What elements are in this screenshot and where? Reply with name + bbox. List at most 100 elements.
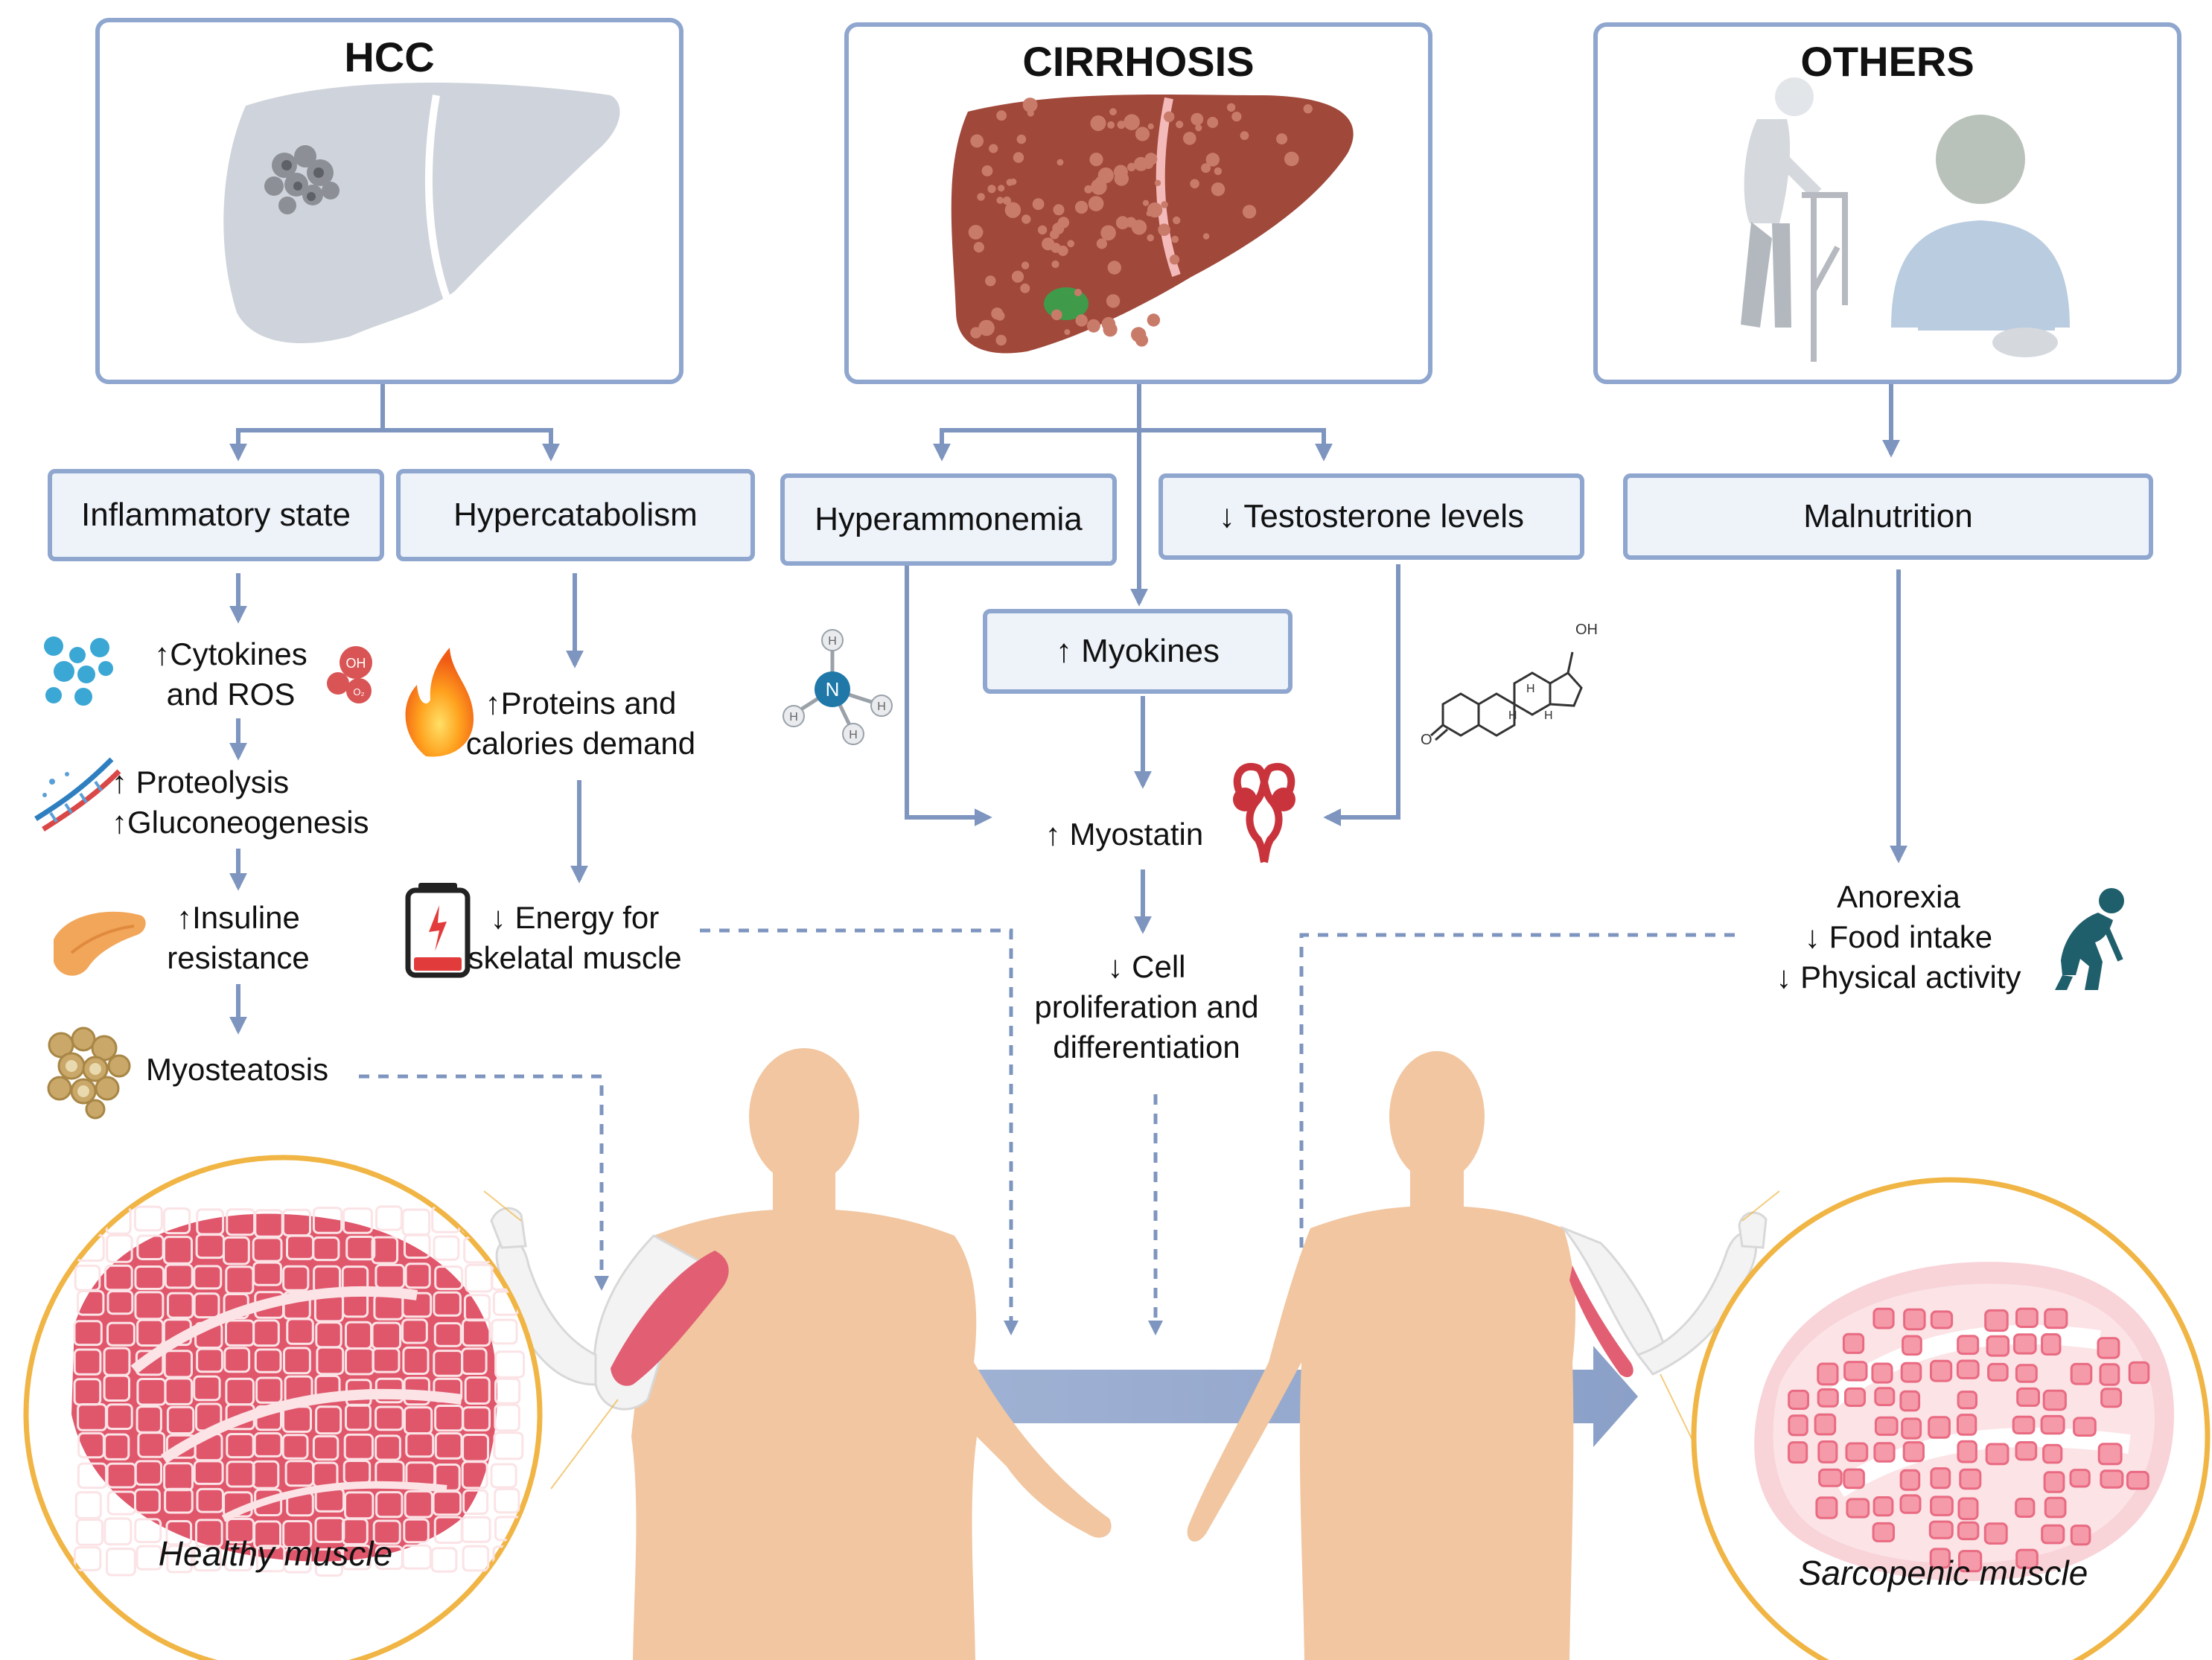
muscle-fiber bbox=[403, 1518, 430, 1544]
liver-nodule bbox=[1096, 238, 1107, 249]
liver-nodule bbox=[1022, 98, 1038, 112]
muscle-fiber bbox=[374, 1405, 404, 1431]
muscle-fiber bbox=[1902, 1441, 1925, 1463]
muscle-fiber bbox=[2015, 1441, 2038, 1461]
muscle-fiber bbox=[1902, 1335, 1922, 1356]
muscle-fiber bbox=[164, 1377, 194, 1405]
liver-nodule bbox=[973, 242, 984, 253]
muscle-fiber bbox=[1874, 1416, 1899, 1436]
muscle-fiber bbox=[1985, 1443, 2009, 1466]
muscle-fiber bbox=[345, 1403, 372, 1431]
muscle-fiber bbox=[2040, 1414, 2065, 1435]
liver-nodule bbox=[1127, 162, 1136, 172]
liver-nodule bbox=[1075, 314, 1088, 327]
muscle-fiber bbox=[281, 1434, 309, 1460]
muscle-fiber bbox=[464, 1376, 491, 1405]
muscle-fiber bbox=[255, 1405, 283, 1431]
liver-nodule bbox=[970, 134, 984, 148]
muscle-fiber bbox=[1872, 1496, 1894, 1517]
insuline-line-1: ↑Insuline bbox=[176, 900, 300, 935]
muscle-fiber bbox=[77, 1462, 108, 1490]
liver-nodule bbox=[1135, 127, 1150, 141]
muscle-fiber bbox=[252, 1460, 280, 1490]
muscle-fiber bbox=[74, 1546, 102, 1571]
muscle-fiber bbox=[432, 1490, 462, 1516]
liver-nodule bbox=[1090, 115, 1106, 131]
muscle-fiber bbox=[316, 1346, 345, 1376]
svg-text:H: H bbox=[828, 635, 837, 648]
flame-icon bbox=[405, 648, 474, 757]
muscle-fiber bbox=[1958, 1550, 1983, 1573]
muscle-fiber bbox=[462, 1406, 491, 1431]
muscle-fiber bbox=[103, 1433, 130, 1461]
liver-nodule bbox=[1115, 216, 1129, 230]
hcc-title: HCC bbox=[344, 33, 435, 80]
muscle-fiber bbox=[1930, 1495, 1954, 1516]
liver-nodule bbox=[1173, 216, 1181, 225]
muscle-fiber bbox=[1957, 1497, 1979, 1521]
muscle-fiber bbox=[254, 1488, 283, 1516]
muscle-fiber bbox=[2012, 1415, 2036, 1434]
muscle-fiber bbox=[1984, 1309, 2009, 1332]
cell-proliferation-label: ↓ Cell proliferation and differentiation bbox=[1020, 947, 1273, 1067]
muscle-fiber bbox=[2043, 1471, 2065, 1493]
liver-nodule bbox=[1303, 104, 1313, 114]
muscle-fiber bbox=[1844, 1387, 1866, 1408]
muscle-fiber bbox=[345, 1236, 376, 1261]
muscle-fiber bbox=[1930, 1310, 1954, 1329]
svg-text:OH: OH bbox=[346, 656, 366, 671]
liver-nodule bbox=[1021, 214, 1031, 224]
muscle-fiber bbox=[136, 1545, 163, 1571]
svg-text:H: H bbox=[1544, 709, 1553, 722]
muscle-fiber bbox=[2070, 1362, 2093, 1385]
muscle-fiber bbox=[343, 1433, 374, 1461]
muscle-fiber bbox=[1986, 1335, 2010, 1357]
muscle-fiber bbox=[106, 1321, 136, 1347]
proteins-demand-label: ↑Proteins and calories demand bbox=[447, 683, 715, 764]
muscle-fiber bbox=[1929, 1548, 1951, 1569]
testosterone-box: ↓ Testosterone levels bbox=[1158, 473, 1584, 560]
muscle-fiber bbox=[193, 1460, 224, 1485]
liver-nodule bbox=[1013, 152, 1024, 163]
muscle-fiber bbox=[2073, 1417, 2097, 1437]
muscle-fiber bbox=[75, 1208, 102, 1236]
muscle-fiber bbox=[2013, 1333, 2037, 1355]
muscle-fiber bbox=[1788, 1441, 1808, 1464]
muscle-fiber bbox=[253, 1432, 283, 1458]
energy-label: ↓ Energy for skelatal muscle bbox=[456, 898, 694, 978]
liver-nodule bbox=[1067, 240, 1075, 248]
muscle-fiber bbox=[1901, 1417, 1922, 1440]
sarcopenic-body-figure bbox=[1187, 1051, 1780, 1660]
liver-nodule bbox=[1211, 182, 1225, 197]
muscle-fiber bbox=[73, 1320, 103, 1347]
muscle-fiber bbox=[137, 1431, 166, 1458]
muscle-fiber bbox=[135, 1350, 165, 1376]
svg-text:OH: OH bbox=[1575, 622, 1598, 638]
hcc-liver-illustration bbox=[223, 83, 620, 344]
muscle-fiber bbox=[374, 1263, 406, 1289]
muscle-fiber bbox=[282, 1405, 312, 1433]
svg-text:H: H bbox=[1526, 683, 1535, 695]
muscle-fiber bbox=[1899, 1494, 1922, 1514]
muscle-fiber bbox=[2128, 1361, 2150, 1385]
liver-nodule bbox=[1020, 283, 1030, 293]
muscle-fiber bbox=[2099, 1363, 2120, 1386]
muscle-fiber bbox=[2015, 1364, 2038, 1383]
muscle-fiber bbox=[494, 1377, 521, 1405]
muscle-fiber bbox=[2042, 1443, 2063, 1464]
liver-nodule bbox=[1190, 179, 1199, 189]
liver-nodule bbox=[1147, 313, 1161, 327]
liver-nodule bbox=[1056, 159, 1064, 166]
muscle-fiber bbox=[1817, 1388, 1839, 1408]
testosterone-molecule-icon: OH O H H H bbox=[1421, 622, 1598, 748]
muscle-fiber bbox=[494, 1487, 520, 1514]
muscle-fiber bbox=[1899, 1390, 1921, 1412]
muscle-fiber bbox=[375, 1491, 404, 1519]
cell-line-3: differentiation bbox=[1053, 1029, 1240, 1064]
muscle-fiber bbox=[1983, 1522, 2008, 1545]
liver-nodule bbox=[985, 275, 996, 287]
liver-nodule bbox=[1205, 153, 1220, 167]
muscle-fiber bbox=[461, 1347, 488, 1376]
muscle-fiber bbox=[1930, 1359, 1953, 1382]
fatigued-person-icon bbox=[2055, 888, 2124, 990]
